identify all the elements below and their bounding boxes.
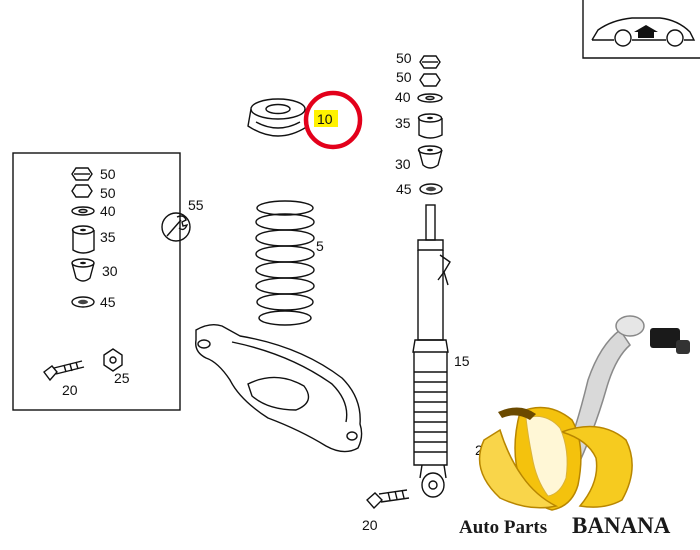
wrench-icon	[161, 212, 191, 242]
watermark-prefix: Auto Parts	[459, 517, 547, 538]
callout-45: 45	[100, 294, 116, 310]
highlight-circle	[303, 90, 363, 150]
callout-30: 30	[102, 263, 118, 279]
nut-icon	[419, 55, 441, 69]
callout-30: 30	[395, 156, 411, 172]
callout-20: 20	[62, 382, 78, 398]
bolt-icon	[366, 489, 410, 510]
rubber-bushing-icon	[71, 258, 95, 282]
washer-icon	[417, 93, 443, 103]
callout-25: 25	[114, 370, 130, 386]
callout-35: 35	[100, 229, 116, 245]
car-front-arrow-icon	[582, 0, 700, 59]
callout-40: 40	[395, 89, 411, 105]
callout-50: 50	[396, 69, 412, 85]
callout-20: 20	[362, 517, 378, 533]
bolt-icon	[43, 360, 85, 382]
callout-40: 40	[100, 203, 116, 219]
washer-icon	[71, 206, 95, 216]
shock-absorber	[412, 204, 451, 498]
nut-icon	[419, 73, 441, 87]
mount-washer-icon	[419, 183, 443, 195]
rubber-bushing-icon	[71, 225, 95, 254]
callout-5: 5	[316, 238, 324, 254]
mount-washer-icon	[71, 296, 95, 308]
lower-control-arm	[195, 323, 363, 453]
upper-hardware-stack	[417, 55, 443, 195]
banana-logo-image	[478, 315, 690, 511]
callout-10: 10	[317, 111, 333, 127]
spring-pad	[247, 98, 309, 137]
callout-35: 35	[395, 115, 411, 131]
coil-spring	[255, 200, 315, 326]
hardware-kit-box: 50 50 40 35 30 45 20 25	[12, 152, 181, 411]
nut-icon	[103, 348, 123, 372]
callout-50: 50	[396, 50, 412, 66]
watermark-brand: BANANA	[572, 513, 671, 538]
rubber-bushing-icon	[417, 145, 443, 169]
callout-50: 50	[100, 166, 116, 182]
nut-icon	[71, 184, 93, 198]
nut-icon	[71, 167, 93, 181]
callout-50: 50	[100, 185, 116, 201]
rubber-bushing-icon	[417, 113, 443, 139]
callout-55: 55	[188, 197, 204, 213]
callout-15: 15	[454, 353, 470, 369]
label-highlight	[314, 110, 338, 127]
callout-45: 45	[396, 181, 412, 197]
